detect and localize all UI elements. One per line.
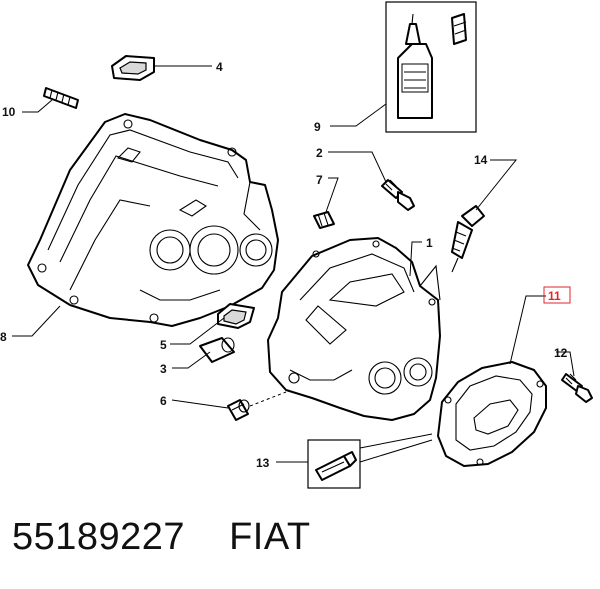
part-8-clutch-housing: [27, 113, 279, 327]
footer-caption: 55189227 FIAT: [12, 516, 311, 559]
part-4-gasket: [111, 55, 155, 81]
callout-4: 4: [216, 60, 223, 74]
part-5-plate: [217, 303, 255, 329]
brand-name: FIAT: [229, 516, 311, 558]
part-9-sealant-bottle: [385, 1, 477, 133]
part-10-stud: [43, 87, 79, 109]
callout-6: 6: [160, 394, 167, 408]
part-1-gearbox-casing: [267, 237, 441, 421]
part-13-sealant-tube: [307, 439, 361, 489]
leader-lines: [12, 65, 575, 463]
callout-10: 10: [2, 105, 16, 119]
callout-2: 2: [316, 146, 323, 160]
callout-1: 1: [426, 236, 433, 250]
callout-8: 8: [0, 330, 7, 344]
callout-9: 9: [314, 120, 321, 134]
part-7-spring: [313, 211, 335, 229]
part-2-bolt: [381, 179, 415, 211]
part-11-rear-cover: [437, 361, 547, 467]
callout-5: 5: [160, 338, 167, 352]
callout-14: 14: [474, 153, 488, 167]
callout-13: 13: [256, 456, 270, 470]
callout-7: 7: [316, 173, 323, 187]
callout-11: 11: [548, 289, 561, 303]
callout-11-highlight-box: [543, 286, 571, 304]
part-14-sensor: [451, 205, 485, 273]
part-number: 55189227: [12, 516, 186, 558]
callout-12: 12: [554, 346, 568, 360]
callout-3: 3: [160, 362, 167, 376]
part-12-bolt: [561, 373, 593, 403]
part-3-dowel-pin: [199, 337, 235, 363]
part-6-plug: [227, 399, 250, 421]
